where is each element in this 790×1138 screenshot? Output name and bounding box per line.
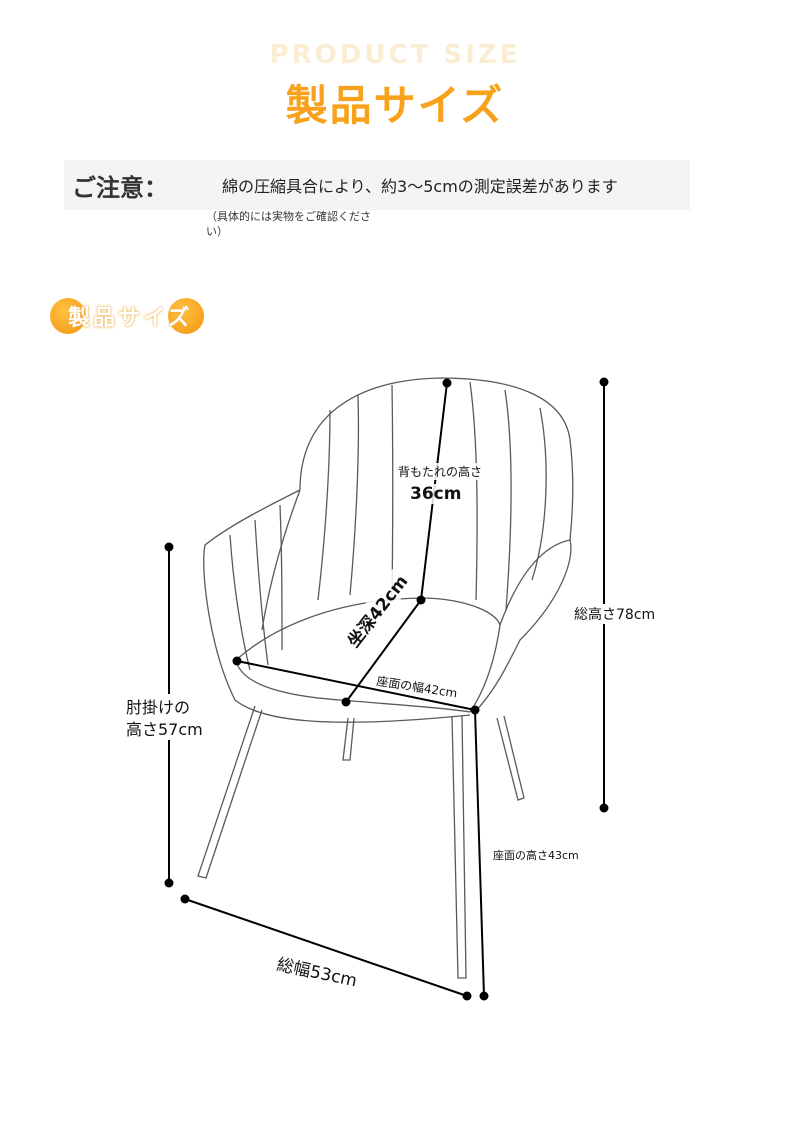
- notice-bar: [64, 160, 690, 210]
- notice-subtext: （具体的には実物をご確認ください）: [206, 210, 371, 238]
- dot: [164, 878, 174, 888]
- armrest-height-line2: 高さ57cm: [126, 716, 203, 740]
- page-title: 製品サイズ: [285, 81, 505, 130]
- ghost-title: PRODUCT SIZE: [269, 40, 521, 70]
- chair-outline: [197, 377, 574, 979]
- dot: [416, 595, 426, 605]
- badge-circle-left: [50, 298, 86, 334]
- dot: [599, 803, 609, 813]
- section-title: 製品サイズ: [68, 306, 193, 331]
- backrest-height-label: 背もたれの高さ: [398, 463, 483, 480]
- dot: [341, 697, 351, 707]
- dot: [180, 894, 190, 904]
- backrest-height-value: 36cm: [410, 484, 462, 504]
- armrest-height-line1: 肘掛けの: [126, 694, 191, 718]
- total-width-line: [184, 898, 468, 997]
- dot: [479, 991, 489, 1001]
- dot: [442, 378, 452, 388]
- notice-label: ご注意：: [72, 174, 168, 202]
- notice-text: 綿の圧縮具合により、約3〜5cmの測定誤差があります: [222, 177, 618, 196]
- dot: [164, 542, 174, 552]
- seat-height-line: [474, 709, 485, 997]
- section-badge: 製品サイズ: [50, 296, 206, 340]
- dot: [470, 705, 480, 715]
- seat-width-line: [236, 660, 476, 711]
- seat-height-label: 座面の高さ43cm: [493, 849, 579, 862]
- dimension-dots: [164, 377, 609, 1001]
- dot: [232, 656, 242, 666]
- badge-circle-right: [168, 298, 204, 334]
- dot: [599, 377, 609, 387]
- total-height-label: 総高さ78cm: [574, 604, 656, 624]
- dot: [462, 991, 472, 1001]
